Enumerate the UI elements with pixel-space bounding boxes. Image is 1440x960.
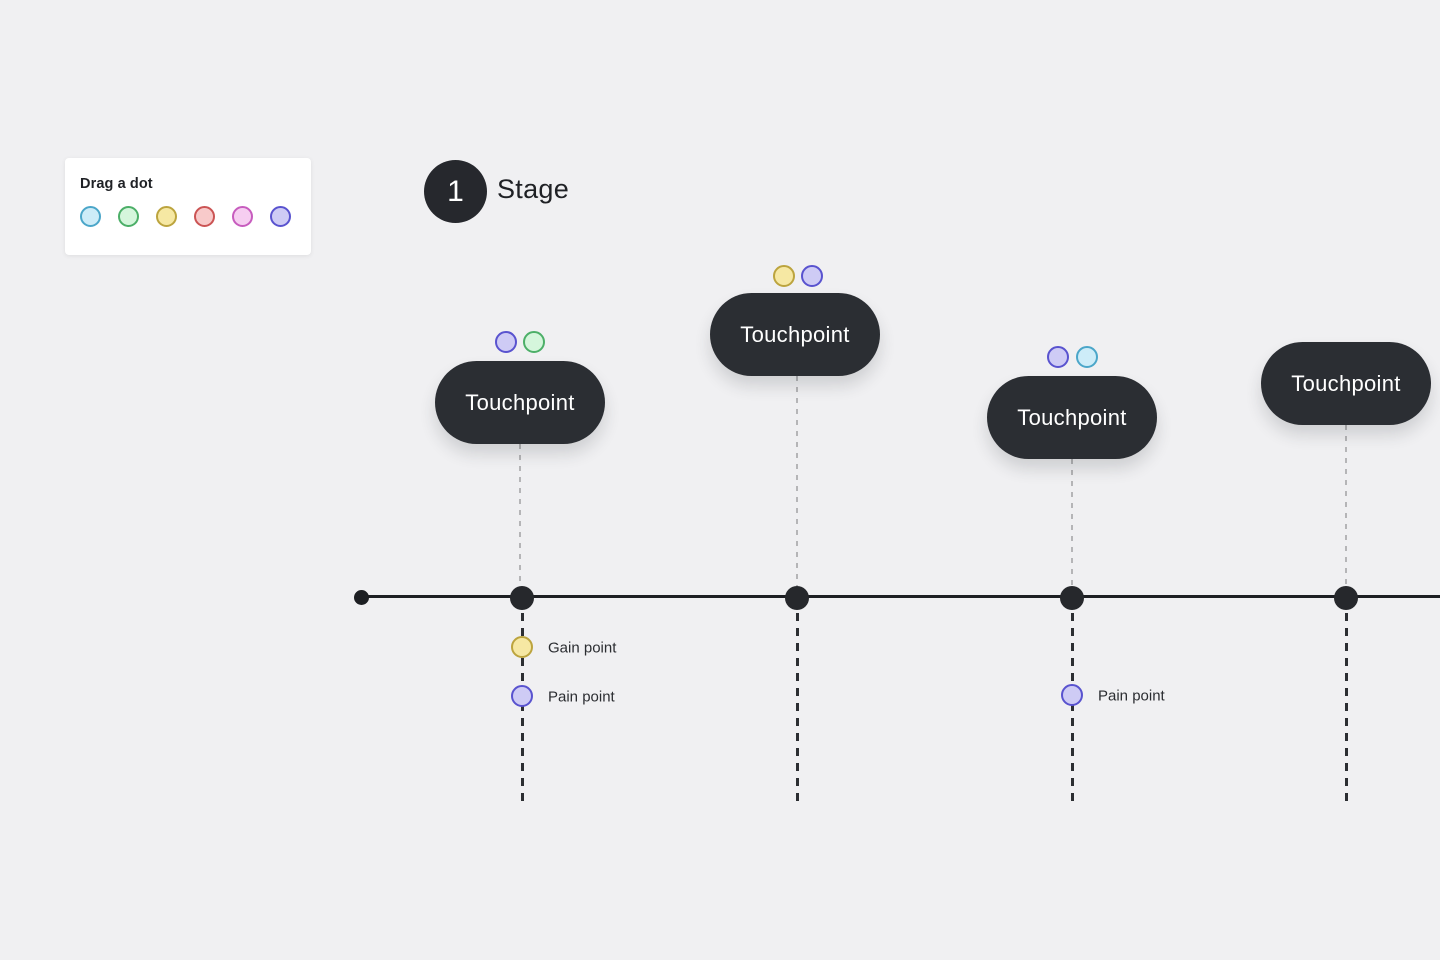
stage-number: 1 <box>447 174 464 208</box>
palette-dot-yellow[interactable] <box>156 206 177 227</box>
touchpoint-pill-2[interactable]: Touchpoint <box>710 293 880 376</box>
stage-label[interactable]: Stage <box>497 174 570 204</box>
timeline-node-1[interactable] <box>510 586 534 610</box>
connector-upper-1 <box>519 444 521 586</box>
palette-dot-row <box>80 206 296 227</box>
palette-dot-purple[interactable] <box>270 206 291 227</box>
stage-number-badge[interactable]: 1 <box>424 160 487 223</box>
connector-upper-2 <box>796 376 798 586</box>
attached-dot-yellow[interactable] <box>773 265 795 287</box>
timeline <box>360 595 1440 598</box>
attached-dot-purple[interactable] <box>495 331 517 353</box>
connector-upper-4 <box>1345 425 1347 586</box>
drag-a-dot-panel: Drag a dot <box>65 158 311 255</box>
gain-point-dot[interactable] <box>511 636 533 658</box>
palette-title: Drag a dot <box>80 176 153 192</box>
touchpoint-pill-1[interactable]: Touchpoint <box>435 361 605 444</box>
pain-point-label[interactable]: Pain point <box>548 688 615 706</box>
attached-dot-purple[interactable] <box>1047 346 1069 368</box>
connector-lower-2 <box>795 598 799 805</box>
palette-dot-pink[interactable] <box>232 206 253 227</box>
pain-point-dot[interactable] <box>511 685 533 707</box>
touchpoint-pill-4[interactable]: Touchpoint <box>1261 342 1431 425</box>
connector-upper-3 <box>1071 459 1073 586</box>
timeline-node-3[interactable] <box>1060 586 1084 610</box>
timeline-node-4[interactable] <box>1334 586 1358 610</box>
attached-dot-cyan[interactable] <box>1076 346 1098 368</box>
attached-dot-green[interactable] <box>523 331 545 353</box>
timeline-node-2[interactable] <box>785 586 809 610</box>
palette-dot-cyan[interactable] <box>80 206 101 227</box>
palette-dot-green[interactable] <box>118 206 139 227</box>
pain-point-dot[interactable] <box>1061 684 1083 706</box>
pain-point-label[interactable]: Pain point <box>1098 687 1165 705</box>
attached-dot-purple[interactable] <box>801 265 823 287</box>
connector-lower-4 <box>1344 598 1348 805</box>
touchpoint-pill-3[interactable]: Touchpoint <box>987 376 1157 459</box>
palette-dot-red[interactable] <box>194 206 215 227</box>
timeline-start-dot <box>354 590 369 605</box>
gain-point-label[interactable]: Gain point <box>548 639 617 657</box>
